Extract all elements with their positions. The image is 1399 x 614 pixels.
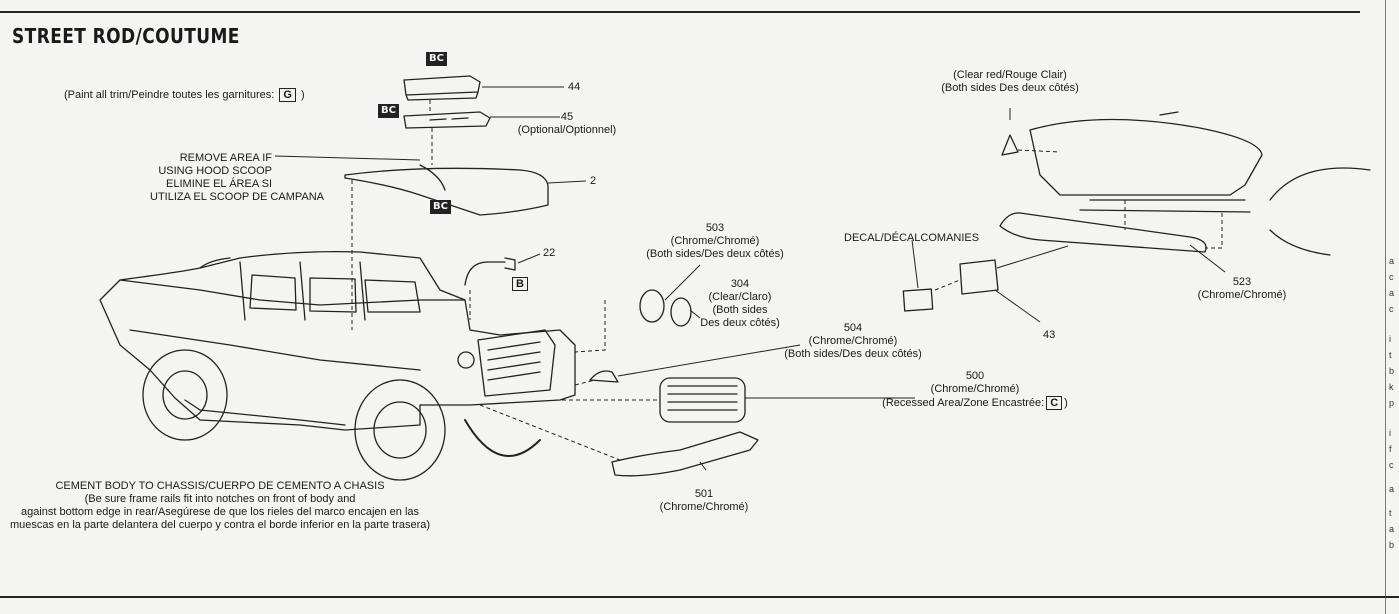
edge-letter: p: [1389, 398, 1395, 408]
part-501-number: 501: [694, 488, 714, 500]
edge-letter: a: [1389, 288, 1395, 298]
paint-note-suffix: ): [301, 89, 305, 101]
paint-note: (Paint all trim/Peindre toutes les garni…: [64, 88, 305, 102]
bottom-rule: [0, 596, 1399, 598]
edge-letter: a: [1389, 484, 1395, 494]
edge-letter: t: [1389, 508, 1392, 518]
part-503: [639, 289, 665, 323]
cement-note: CEMENT BODY TO CHASSIS/CUERPO DE CEMENTO…: [0, 480, 440, 532]
edge-letter: k: [1389, 382, 1394, 392]
edge-letter: c: [1389, 272, 1394, 282]
edge-letter: c: [1389, 304, 1394, 314]
part-503-number: 503: [705, 222, 725, 234]
part-500-recessed: (Recessed Area/Zone Encastrée:: [882, 397, 1045, 409]
part-45-label: 45 (Optional/Optionnel): [512, 111, 622, 137]
taillight-label: (Clear red/Rouge Clair) (Both sides Des …: [930, 69, 1090, 95]
edge-letter: i: [1389, 334, 1391, 344]
bc-badge: BC: [378, 104, 399, 118]
bc-badge: BC: [430, 200, 451, 214]
part-503-label: 503 (Chrome/Chromé) (Both sides/Des deux…: [640, 222, 790, 261]
part-22-pipe: [464, 257, 516, 286]
part-523-line: (Chrome/Chromé): [1197, 289, 1287, 301]
part-504-number: 504: [843, 322, 863, 334]
part-500-number: 500: [965, 370, 985, 382]
part-500-label: 500 (Chrome/Chromé) (Recessed Area/Zone …: [880, 370, 1070, 410]
top-rule: [0, 11, 1360, 13]
edge-letter: b: [1389, 540, 1395, 550]
part-503-line: (Chrome/Chromé): [670, 235, 760, 247]
part-304-number: 304: [730, 278, 750, 290]
part-500-code: C: [1046, 396, 1063, 410]
remove-note-line: ELIMINE EL ÁREA SI: [166, 178, 272, 190]
part-504-line: (Chrome/Chromé): [808, 335, 898, 347]
part-500-line: (Chrome/Chromé): [930, 383, 1020, 395]
part-304-line: (Both sides: [712, 304, 768, 316]
part-523-label: 523 (Chrome/Chromé): [1192, 276, 1292, 302]
paint-note-text: (Paint all trim/Peindre toutes les garni…: [64, 89, 275, 101]
part-304-line: Des deux côtés): [700, 317, 780, 329]
cement-note-line: against bottom edge in rear/Asegúrese de…: [20, 506, 420, 518]
part-304-line: (Clear/Claro): [708, 291, 772, 303]
edge-letter: i: [1389, 428, 1391, 438]
taillight-line: (Both sides Des deux côtés): [941, 82, 1079, 94]
part-500-suffix: ): [1064, 397, 1068, 409]
part-22-number: 22: [543, 247, 556, 259]
part-504-line: (Both sides/Des deux côtés): [784, 348, 922, 360]
remove-note-line: USING HOOD SCOOP: [158, 165, 272, 177]
decal: [902, 288, 934, 312]
remove-note-line: UTILIZA EL SCOOP DE CAMPANA: [150, 191, 325, 203]
taillight-line: (Clear red/Rouge Clair): [953, 69, 1067, 81]
part-523-bumper: [999, 212, 1207, 253]
remove-area-note: REMOVE AREA IF USING HOOD SCOOP ELIMINE …: [150, 152, 325, 204]
part-500-line2: (Recessed Area/Zone Encastrée:C): [880, 396, 1070, 410]
part-501-label: 501 (Chrome/Chromé): [654, 488, 754, 514]
edge-letter: a: [1389, 256, 1395, 266]
edge-letter: c: [1389, 460, 1394, 470]
part-501-bumper: [611, 431, 759, 477]
edge-letter: b: [1389, 366, 1395, 376]
part-304-label: 304 (Clear/Claro) (Both sides Des deux c…: [700, 278, 780, 330]
part-504-label: 504 (Chrome/Chromé) (Both sides/Des deux…: [778, 322, 928, 361]
part-2-label: 2: [590, 175, 597, 187]
part-500-grille: [659, 377, 746, 423]
page-title: STREET ROD/COUTUME: [12, 24, 240, 48]
cement-note-line: CEMENT BODY TO CHASSIS/CUERPO DE CEMENTO…: [55, 480, 385, 492]
part-2-hood: [344, 164, 549, 216]
decal-label: DECAL/DÉCALCOMANIES: [844, 232, 980, 244]
part-45-number: 45: [560, 111, 574, 123]
part-22-box: B: [510, 277, 530, 291]
remove-note-line: REMOVE AREA IF: [179, 152, 272, 164]
part-503-line: (Both sides/Des deux côtés): [646, 248, 784, 260]
cement-note-line: (Be sure frame rails fit into notches on…: [84, 493, 356, 505]
part-44-label: 44: [568, 81, 581, 93]
rear-body: [1029, 118, 1263, 196]
part-22-code: B: [512, 277, 528, 291]
part-504: [589, 370, 619, 383]
edge-letter: f: [1389, 444, 1392, 454]
part-45-insert: [403, 111, 491, 129]
page-edge-line: [1385, 0, 1386, 614]
part-43-label: 43: [1043, 329, 1056, 341]
taillight: [1001, 134, 1019, 156]
edge-letter: t: [1389, 350, 1392, 360]
part-304: [670, 297, 692, 327]
car-body: [99, 250, 576, 431]
part-44-scoop: [403, 75, 481, 101]
part-501-line: (Chrome/Chromé): [659, 501, 749, 513]
part-45-note: (Optional/Optionnel): [517, 124, 617, 136]
cement-note-line: muescas en la parte delantera del cuerpo…: [9, 519, 431, 531]
bc-badge: BC: [426, 52, 447, 66]
edge-letter: a: [1389, 524, 1395, 534]
part-43: [959, 259, 999, 295]
paint-code-box: G: [279, 88, 296, 102]
part-523-number: 523: [1232, 276, 1252, 288]
